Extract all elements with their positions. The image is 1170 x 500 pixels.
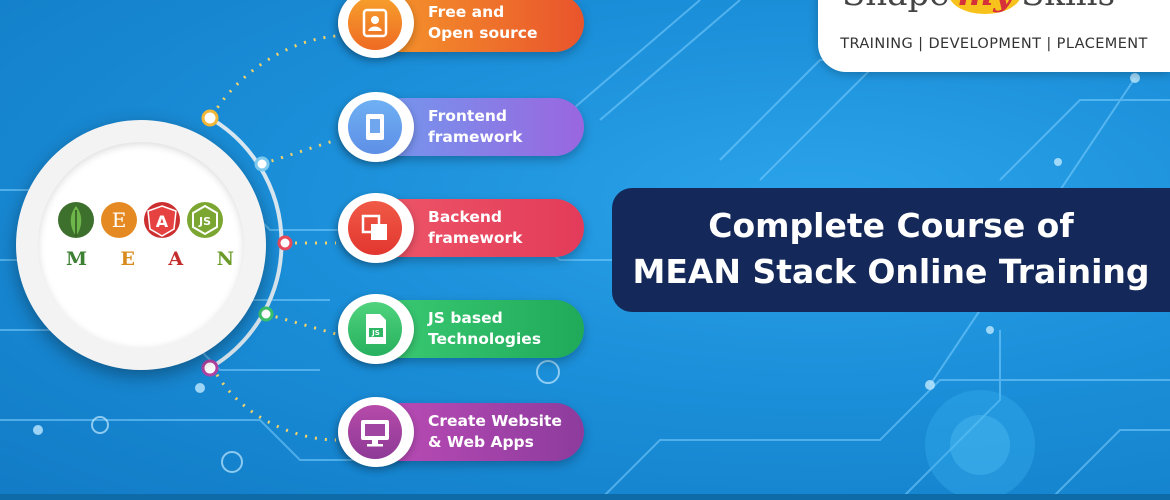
feature-label: Backend framework: [428, 208, 523, 247]
mean-logo-icons: E A JS: [58, 202, 223, 238]
frontend-window-icon: [366, 114, 384, 140]
person-badge-icon: [362, 8, 388, 38]
feature-backend-framework: Backend framework: [338, 193, 584, 263]
svg-text:A: A: [156, 212, 169, 231]
course-title-line-1: Complete Course of: [708, 206, 1074, 245]
logo-wordmark: ShapemySkills: [842, 0, 1115, 14]
brand-logo[interactable]: ShapemySkills TRAINING | DEVELOPMENT | P…: [818, 0, 1170, 72]
mean-letter-e: E: [120, 248, 135, 270]
bottom-divider: [0, 494, 1170, 500]
feature-create-website: Create Website & Web Apps: [338, 397, 584, 467]
feature-js-technologies: JS JS based Technologies: [338, 294, 584, 364]
course-title-banner: Complete Course of MEAN Stack Online Tra…: [612, 188, 1170, 312]
feature-free-open-source: Free and Open source: [338, 0, 584, 58]
mean-letter-m: M: [66, 248, 88, 270]
mean-letters: M E A N: [66, 248, 234, 270]
course-title-line-2: MEAN Stack Online Training: [632, 252, 1150, 291]
feature-label: Free and Open source: [428, 3, 538, 42]
logo-word-shape: Shape: [842, 0, 949, 14]
feature-label: Create Website & Web Apps: [428, 412, 562, 451]
mean-letter-n: N: [216, 248, 234, 270]
express-e-icon: E: [101, 202, 137, 238]
logo-word-my: my: [949, 0, 1022, 14]
nodejs-hexagon-icon: JS: [187, 202, 223, 238]
mean-badge-inner: [38, 142, 244, 348]
backend-layers-icon: [361, 214, 387, 240]
feature-label: JS based Technologies: [428, 309, 542, 348]
monitor-icon: [361, 420, 389, 447]
feature-icon-holder: JS: [338, 294, 414, 364]
angular-shield-icon: A: [144, 202, 180, 238]
mean-badge: E A JS M E A N: [16, 120, 266, 370]
svg-text:E: E: [112, 208, 127, 232]
feature-icon-holder: [338, 193, 414, 263]
mongodb-leaf-icon: [58, 202, 94, 238]
svg-text:JS: JS: [198, 215, 211, 228]
logo-word-skills: Skills: [1021, 0, 1115, 14]
logo-tagline: TRAINING | DEVELOPMENT | PLACEMENT: [840, 36, 1148, 52]
js-file-icon: JS: [366, 314, 386, 344]
feature-icon-holder: [338, 0, 414, 58]
feature-icon-holder: [338, 92, 414, 162]
feature-icon-holder: [338, 397, 414, 467]
feature-frontend-framework: Frontend framework: [338, 92, 584, 162]
mean-letter-a: A: [168, 248, 184, 270]
feature-label: Frontend framework: [428, 107, 523, 146]
svg-text:JS: JS: [371, 329, 380, 337]
